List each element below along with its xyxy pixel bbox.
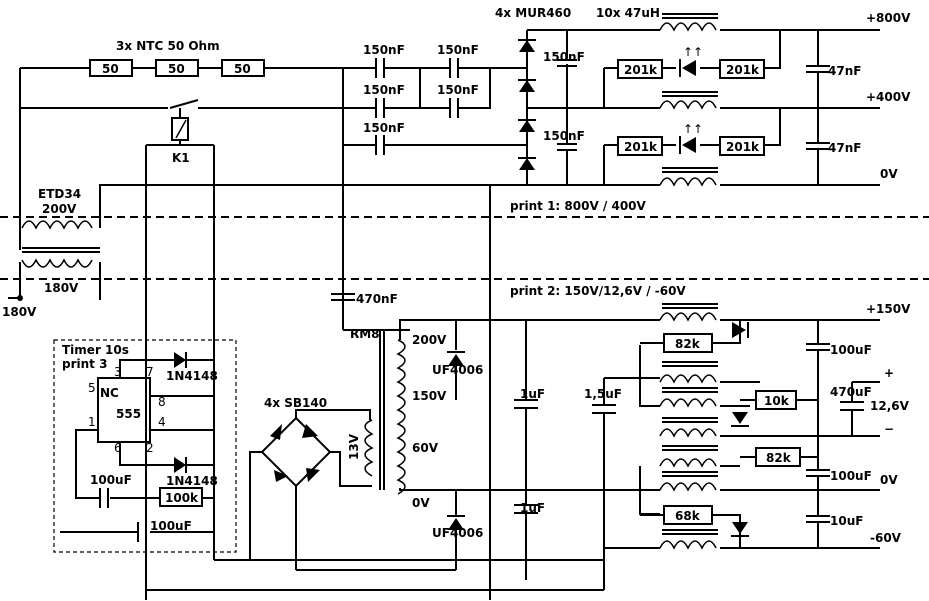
- cap-100uf-timer-2: 100uF: [150, 519, 192, 533]
- ntc-label: 3x NTC 50 Ohm: [116, 39, 220, 53]
- bleeder-201k-2-label: 201k: [726, 63, 760, 77]
- tap-13v: 13V: [347, 433, 361, 460]
- tap-150v: 150V: [412, 389, 447, 403]
- ic-label: 555: [116, 407, 141, 421]
- output-plus: +: [884, 366, 894, 380]
- pin-5: 5: [88, 381, 96, 395]
- cap-47nf-1: 47nF: [828, 64, 861, 78]
- diode-uf4006-2: UF4006: [432, 526, 483, 540]
- bleeder-201k-2: [719, 59, 765, 79]
- pin-8: 8: [158, 395, 166, 409]
- cap-470uf: 470uF: [830, 385, 872, 399]
- output-0v-bottom: 0V: [880, 473, 898, 487]
- bleeder-201k-1: [617, 59, 663, 79]
- relay-label: K1: [172, 151, 190, 165]
- sb140-label: 4x SB140: [264, 396, 327, 410]
- resistor-82k-2-label: 82k: [766, 451, 792, 465]
- led-arrows-2: ↑↑: [683, 122, 703, 136]
- output-inductors: [659, 303, 718, 550]
- mur460-diodes: [518, 39, 536, 170]
- print3-label: print 3: [62, 357, 107, 371]
- pin-2: 2: [146, 441, 154, 455]
- bleeder-201k-3-label: 201k: [624, 140, 658, 154]
- ic-nc: NC: [100, 386, 119, 400]
- cap-47nf-2: 47nF: [828, 141, 861, 155]
- cap-150nf-1: 150nF: [363, 43, 405, 57]
- cap-1uf-1: 1uF: [520, 387, 545, 401]
- output-0v-top: 0V: [880, 167, 898, 181]
- cap-150nf-7: 150nF: [543, 129, 585, 143]
- output-150v: +150V: [866, 302, 911, 316]
- cap-150nf-6: 150nF: [543, 50, 585, 64]
- resistor-100k-label: 100k: [165, 491, 199, 505]
- print2-label: print 2: 150V/12,6V / -60V: [510, 284, 686, 298]
- print1-label: print 1: 800V / 400V: [510, 199, 647, 213]
- ntc-value-2: 50: [168, 62, 185, 76]
- cap-100uf-out-1: 100uF: [830, 343, 872, 357]
- cap-470nf: 470nF: [356, 292, 398, 306]
- cap-150nf-2: 150nF: [437, 43, 479, 57]
- bleeder-201k-3: [617, 136, 663, 156]
- resistor-68k-label: 68k: [675, 509, 701, 523]
- print2-section: UF4006 UF4006 1uF 1uF 1,5uF 82k 10: [146, 185, 911, 600]
- etd34-label: ETD34: [38, 187, 81, 201]
- mur460-label: 4x MUR460: [495, 6, 571, 20]
- pin-7: 7: [146, 365, 154, 379]
- ntc-value-1: 50: [102, 62, 119, 76]
- pin-4: 4: [158, 415, 166, 429]
- cap-150nf-4: 150nF: [437, 83, 479, 97]
- bleeder-201k-4-label: 201k: [726, 140, 760, 154]
- output-800v: +800V: [866, 11, 911, 25]
- resistor-10k-label: 10k: [764, 394, 790, 408]
- timer-label: Timer 10s: [62, 343, 129, 357]
- etd34-secondary-voltage: 180V: [44, 281, 79, 295]
- output-minus-60v: -60V: [870, 531, 902, 545]
- diode-1n4148-1: 1N4148: [166, 369, 218, 383]
- tap-200v: 200V: [412, 333, 447, 347]
- rm8-section: 470nF RM8 200V 150V 60V 0V 13V 4x SB140: [249, 292, 456, 570]
- tap-60v: 60V: [412, 441, 439, 455]
- mains-voltage: 180V: [2, 305, 37, 319]
- ntc-value-3: 50: [234, 62, 251, 76]
- led-arrows-1: ↑↑: [683, 45, 703, 59]
- cap-10uf-out: 10uF: [830, 514, 863, 528]
- cap-100uf-timer-1: 100uF: [90, 473, 132, 487]
- cap-1-5uf: 1,5uF: [584, 387, 622, 401]
- cap-100uf-out-2: 100uF: [830, 469, 872, 483]
- cap-1uf-2: 1uF: [520, 501, 545, 515]
- ntc-resistor-2: [155, 59, 199, 77]
- ic-555: [97, 377, 151, 443]
- bleeder-201k-1-label: 201k: [624, 63, 658, 77]
- ntc-resistor-3: [221, 59, 265, 77]
- diode-1n4148-2: 1N4148: [166, 474, 218, 488]
- resistor-82k-1-label: 82k: [675, 337, 701, 351]
- print1-section: 150nF 150nF 150nF 150nF 150nF 4x MUR460 …: [342, 6, 911, 300]
- tap-0v: 0V: [412, 496, 430, 510]
- timer-section: Timer 10s print 3 NC 555 3 7 5 8 1 4 6 2…: [53, 339, 237, 600]
- pin-3: 3: [114, 365, 122, 379]
- cap-150nf-5: 150nF: [363, 121, 405, 135]
- diode-uf4006-1: UF4006: [432, 363, 483, 377]
- inductor-label: 10x 47uH: [596, 6, 660, 20]
- mains-section: 50 50 50 3x NTC 50 Ohm K1 ETD34 200V 180…: [2, 39, 490, 360]
- output-minus: −: [884, 422, 894, 436]
- ntc-resistor-1: [89, 59, 133, 77]
- pin-1: 1: [88, 415, 96, 429]
- output-400v: +400V: [866, 90, 911, 104]
- output-12-6v: 12,6V: [870, 399, 910, 413]
- bleeder-201k-4: [719, 136, 765, 156]
- pin-6: 6: [114, 441, 122, 455]
- cap-150nf-3: 150nF: [363, 83, 405, 97]
- etd34-voltage: 200V: [42, 202, 77, 216]
